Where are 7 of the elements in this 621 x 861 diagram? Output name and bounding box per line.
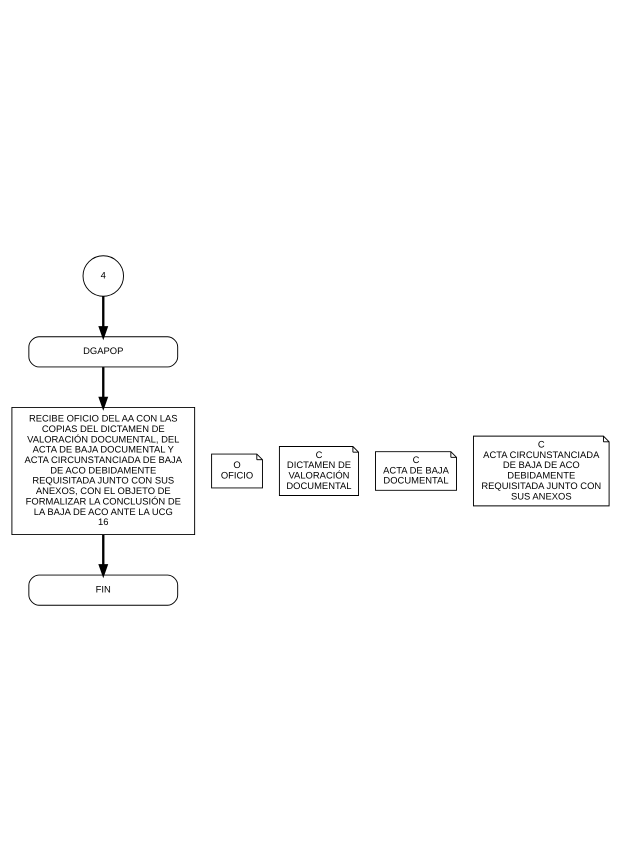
arrow bbox=[98, 367, 108, 411]
arrow bbox=[98, 296, 108, 340]
node-box: RECIBE OFICIO DEL AA CON LAS COPIAS DEL DICTAMEN DE VALORACIÓN DOCUMENTAL, DEL ACTA DE BAJA DOCUMENTAL Y ACTA CIRCUNSTANCIADA DE BAJA DE ACO DEBIDAMENTE REQUISITADA JUNTO CON SUS ANEXOS, CON EL OBJETO DE FORMALIZAR LA CONCLUSIÓN DE LA BAJA DE ACO ANTE LA UCG 16 bbox=[11, 406, 196, 536]
node-box: FIN bbox=[28, 574, 178, 606]
arrow bbox=[98, 534, 108, 578]
node-box: DGAPOP bbox=[28, 336, 178, 368]
node-circle: 4 bbox=[82, 255, 124, 297]
